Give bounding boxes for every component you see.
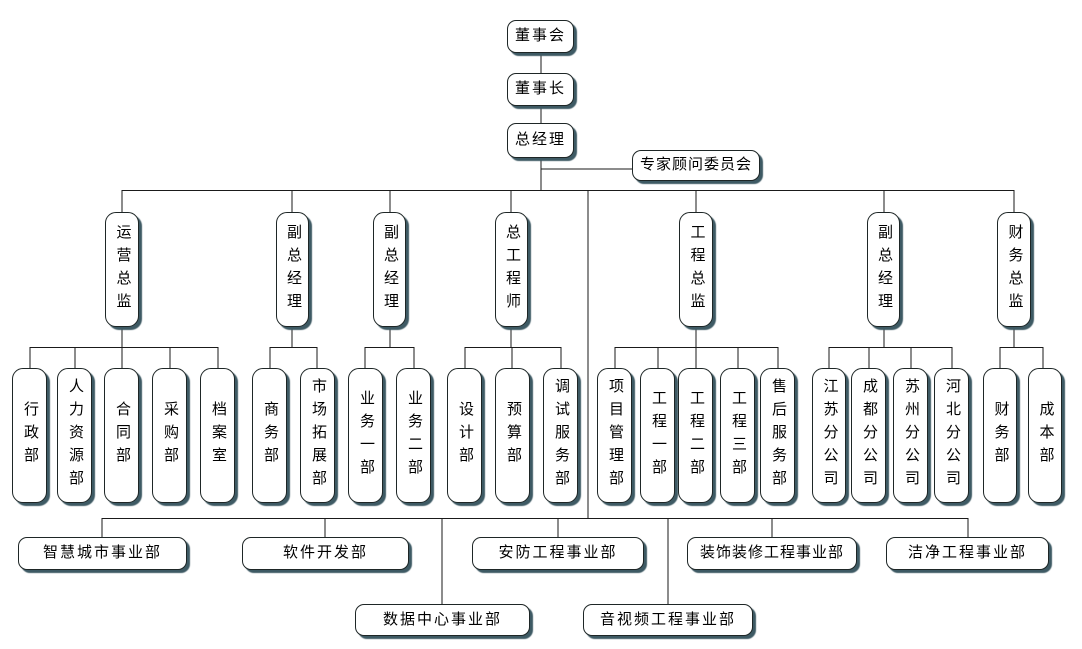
node-label: 售后服务部 [770,378,786,493]
node-project-management-dept: 项目管理部 [597,368,632,503]
node-market-expansion-dept: 市场拓展部 [300,368,335,503]
node-label: 人力资源部 [67,378,83,493]
node-engineering-dept-3: 工程三部 [720,368,755,503]
node-label: 市场拓展部 [310,378,326,493]
node-label: 副总经理 [382,223,398,316]
node-audio-video-engineering-division: 音视频工程事业部 [583,604,753,636]
node-label: 专家顾问委员会 [639,157,752,173]
node-jiangsu-branch: 江苏分公司 [812,368,846,503]
node-label: 总经理 [514,132,566,148]
node-cost-dept: 成本部 [1028,368,1062,503]
node-expert-advisory-committee: 专家顾问委员会 [632,150,760,181]
node-decoration-engineering-division: 装饰装修工程事业部 [687,537,857,570]
node-deputy-gm-1: 副总经理 [276,212,309,327]
node-finance-dept: 财务部 [983,368,1017,503]
node-label: 财务部 [992,401,1009,470]
node-budget-dept: 预算部 [495,368,530,503]
node-label: 预算部 [505,401,521,470]
node-engineering-dept-2: 工程二部 [678,368,713,503]
node-suzhou-branch: 苏州分公司 [893,368,928,503]
node-label: 工程三部 [730,389,746,482]
node-label: 工程二部 [688,389,704,482]
node-finance-director: 财务总监 [997,212,1031,327]
node-label: 合同部 [114,401,130,470]
group-lines [29,327,1044,368]
node-label: 软件开发部 [282,545,368,561]
node-engineering-dept-1: 工程一部 [640,368,675,503]
node-label: 财务总监 [1006,223,1023,316]
node-label: 业务一部 [358,389,374,482]
node-label: 项目管理部 [607,378,623,493]
node-label: 成本部 [1037,401,1054,470]
node-label: 安防工程事业部 [498,545,618,561]
node-label: 商务部 [262,401,278,470]
node-operations-director: 运营总监 [105,212,139,327]
node-deputy-gm-3: 副总经理 [867,212,900,327]
node-hebei-branch: 河北分公司 [934,368,969,503]
node-archives-room: 档案室 [200,368,235,503]
node-label: 工程总监 [688,223,705,316]
node-label: 数据中心事业部 [382,611,502,628]
node-label: 业务二部 [406,389,422,482]
node-label: 副总经理 [285,223,301,316]
node-business-dept-1: 业务一部 [348,368,383,503]
trunk-lines [121,53,1015,518]
node-label: 成都分公司 [861,378,877,493]
node-deputy-gm-2: 副总经理 [373,212,406,327]
node-smart-city-division: 智慧城市事业部 [18,537,187,570]
node-label: 行政部 [22,401,38,470]
bottom-lines [101,518,969,604]
node-label: 江苏分公司 [821,378,838,493]
node-chief-engineer: 总工程师 [495,212,528,327]
node-commissioning-service-dept: 调试服务部 [543,368,578,503]
node-label: 洁净工程事业部 [907,545,1027,561]
node-label: 董事会 [514,28,566,44]
node-procurement-dept: 采购部 [152,368,187,503]
node-chairman: 董事长 [507,73,574,106]
node-label: 智慧城市事业部 [42,545,162,561]
node-label: 装饰装修工程事业部 [699,545,844,561]
node-engineering-director: 工程总监 [679,212,713,327]
node-label: 运营总监 [114,223,131,316]
node-board-of-directors: 董事会 [507,20,574,53]
node-commerce-dept: 商务部 [252,368,287,503]
node-design-dept: 设计部 [447,368,482,503]
node-business-dept-2: 业务二部 [396,368,431,503]
node-label: 采购部 [162,401,178,470]
node-clean-engineering-division: 洁净工程事业部 [886,537,1049,570]
node-software-development-dept: 软件开发部 [242,537,409,570]
node-label: 河北分公司 [944,378,960,493]
node-security-engineering-division: 安防工程事业部 [472,537,644,570]
node-label: 副总经理 [876,223,892,316]
node-admin-dept: 行政部 [12,368,47,503]
node-hr-dept: 人力资源部 [57,368,92,503]
node-label: 董事长 [514,81,566,97]
node-data-center-division: 数据中心事业部 [355,604,530,636]
node-label: 总工程师 [504,223,520,316]
node-label: 设计部 [457,401,473,470]
node-label: 苏州分公司 [903,378,919,493]
node-label: 档案室 [210,401,226,470]
node-label: 调试服务部 [553,378,569,493]
node-label: 音视频工程事业部 [599,611,736,628]
node-contract-dept: 合同部 [104,368,139,503]
node-label: 工程一部 [650,389,666,482]
node-after-sales-service-dept: 售后服务部 [760,368,795,503]
node-chengdu-branch: 成都分公司 [851,368,886,503]
node-general-manager: 总经理 [507,123,574,158]
